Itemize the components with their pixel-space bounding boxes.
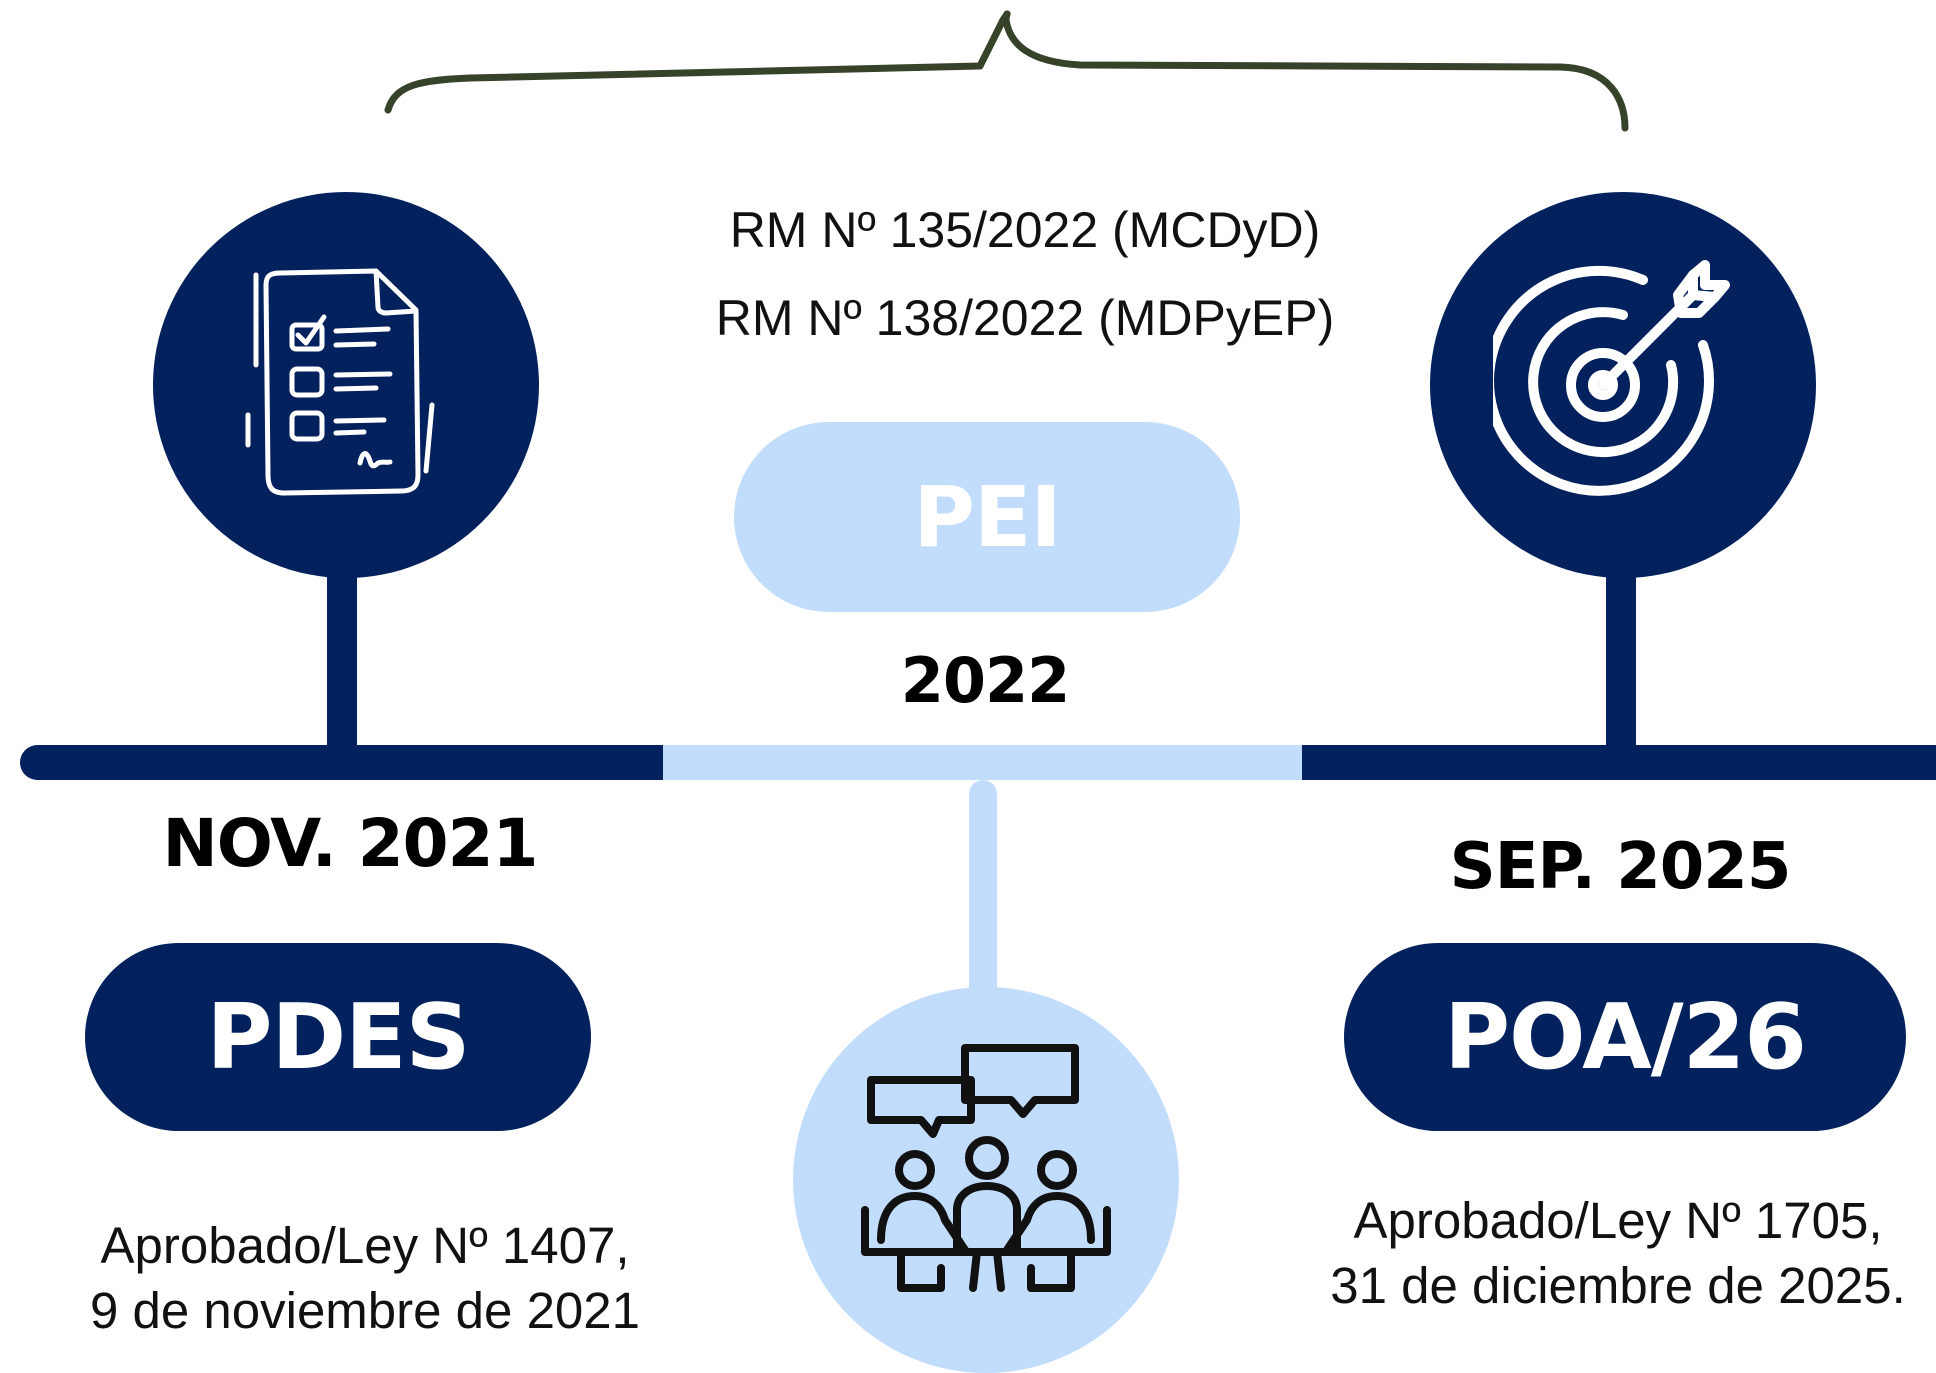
- left-stem: [327, 570, 357, 750]
- team-meeting-icon: [861, 1044, 1111, 1292]
- center-stem: [969, 780, 997, 1000]
- timeline-bar-center: [663, 745, 1303, 780]
- resolution-line-1: RM Nº 135/2022 (MCDyD): [729, 202, 1321, 258]
- right-note-line-2: 31 de diciembre de 2025.: [1330, 1257, 1906, 1314]
- timeline-bar-right: [1302, 745, 1936, 780]
- right-note-line-1: Aprobado/Ley Nº 1705,: [1353, 1192, 1883, 1249]
- timeline-bar-left: [20, 745, 666, 780]
- left-date: NOV. 2021: [162, 805, 539, 882]
- left-milestone-circle: [153, 192, 539, 578]
- center-milestone-circle: [793, 987, 1179, 1373]
- curly-brace: [384, 10, 1629, 132]
- left-note-line-2: 9 de noviembre de 2021: [89, 1282, 641, 1339]
- left-note-line-1: Aprobado/Ley Nº 1407,: [100, 1217, 630, 1274]
- center-date: 2022: [900, 644, 1071, 717]
- target-arrow-icon: [1493, 260, 1730, 496]
- right-stem: [1606, 570, 1636, 750]
- checklist-document-icon: [245, 268, 435, 496]
- pdes-pill: PDES: [85, 943, 591, 1131]
- poa-pill: POA/26: [1344, 943, 1906, 1131]
- right-milestone-circle: [1430, 192, 1816, 578]
- resolution-line-2: RM Nº 138/2022 (MDPyEP): [715, 290, 1335, 346]
- pei-pill: PEI: [734, 422, 1240, 612]
- right-date: SEP. 2025: [1449, 830, 1792, 904]
